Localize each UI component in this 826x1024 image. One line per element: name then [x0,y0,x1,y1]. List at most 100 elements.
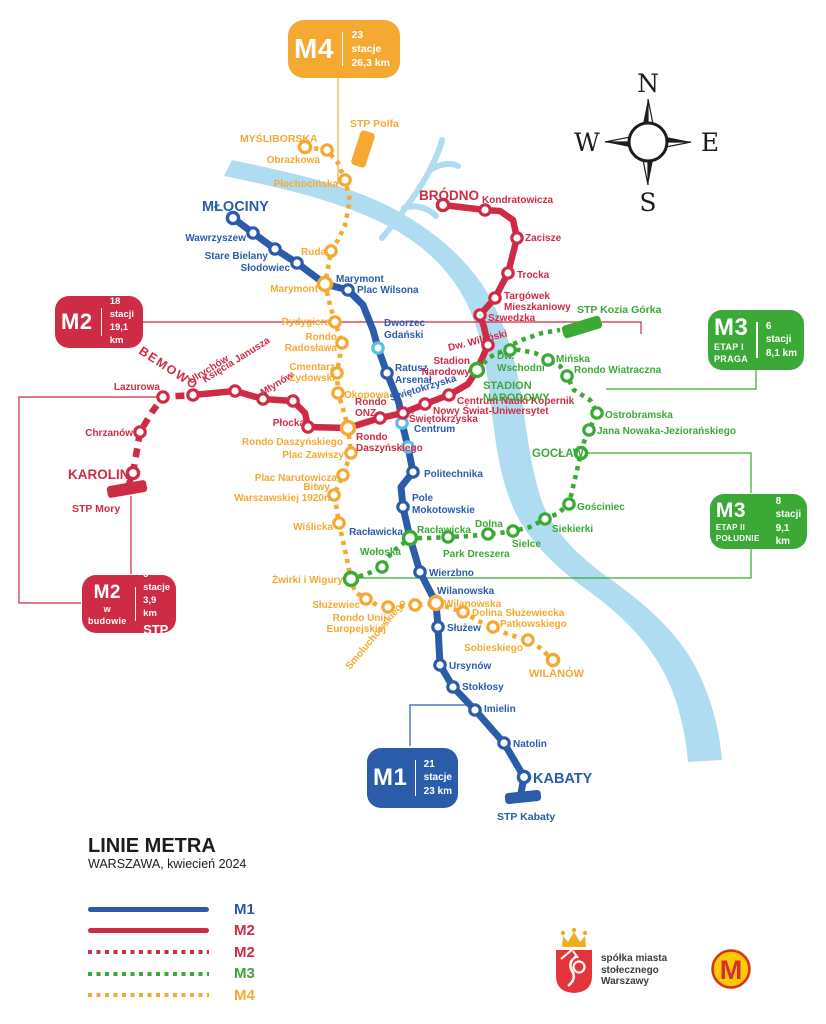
badge-m4-stat1: 23 stacje [351,28,382,55]
badge-m2-line: M2 [61,309,93,334]
station-label: Płocka [273,418,306,429]
station-label: Ostrobramska [605,410,673,421]
station-dot [408,598,422,612]
station-label: STP Kabaty [497,811,555,823]
station-label: Szwedzka [488,313,536,324]
badge-m2b-stat1: 3 stacje [143,569,170,593]
station-label: Wawrzyszew [185,233,246,244]
station-label: Jana Nowaka-Jeziorańskiego [597,426,736,437]
station-dot [418,397,432,411]
badge-m2: M2 18 stacji 19,1 km [55,296,143,348]
river-canal [401,203,439,219]
station-label: Sielce [512,539,541,550]
station-dot [339,419,357,437]
legend-sample-line [88,928,209,933]
station-label: Stare Bielany [205,251,269,262]
depot-kozia-gorka [561,315,603,339]
station-dot [246,226,260,240]
legend-label: M4 [234,986,255,1004]
station-label: Plac Narutowicza [255,473,338,484]
badge-m2b-sub1: w [103,603,111,614]
station-dot [501,266,515,280]
crest-mermaid-arm [572,950,579,959]
badge-m3-stage1: M3 ETAP I PRAGA 6 stacji 8,1 km [708,310,804,370]
station-label: Płochocińska [274,179,339,190]
station-dot [503,343,517,357]
river-vistula [224,160,722,762]
station-label: Służew [447,623,481,634]
station-label: Patkowskiego [500,619,567,630]
station-dot [380,366,394,380]
badge-m2-stat1: 18 stacji [109,296,135,321]
badge-m2b-stat2: 3,9 km [143,594,157,619]
station-dot [228,384,242,398]
crest-crown-ball [582,930,588,936]
badge-m3a-sub2: PRAGA [714,354,749,364]
station-label: Centrum [414,424,455,435]
legend-subtitle: WARSZAWA, kwiecień 2024 [88,857,247,871]
crest-shield [556,950,592,993]
station-dot [297,139,313,155]
station-dot [441,530,455,544]
station-dot [375,560,389,574]
crest-caption-line2: stołecznego [601,964,659,976]
badge-m2-construction: M2 w budowie 3 stacje 3,9 km STP [82,569,176,637]
badge-callout-line [409,704,473,746]
station-label: Dw.Wschodni [497,351,545,374]
river-canal [427,160,461,173]
station-dot [301,420,315,434]
crest-caption-line1: spółka miasta [601,953,668,964]
station-dot [541,353,555,367]
station-label: Okopowa [344,390,389,401]
badge-m3b-stat2: 9,1 km [775,522,791,548]
station-label: Wilanowska [444,599,502,610]
station-label: Słodowiec [241,263,291,274]
badge-m3-stage2: M3 ETAP II POŁUDNIE 8 stacji 9,1 km [710,494,807,549]
badge-m2b-stat3: STP [143,622,169,638]
station-dot [335,336,349,350]
badge-callout-line [606,370,757,390]
legend-sample-line [88,993,209,997]
station-dot [371,341,385,355]
station-dot [330,366,344,380]
legend-sample-line [88,971,209,976]
station-label: Ursynów [449,661,491,672]
station-dot [435,197,451,213]
depot-mory [106,480,148,498]
station-label: KABATY [533,771,593,787]
station-label: Kondratowicza [482,195,554,206]
station-dot [328,315,342,329]
station-dot [456,605,470,619]
compass-letter-e: E [701,128,719,157]
station-label: MYŚLIBORSKA [240,132,318,145]
legend-row-m2: M2 [88,921,255,941]
station-label: Stokłosy [462,682,504,693]
station-dot [488,291,502,305]
badge-m3b-sub2: POŁUDNIE [715,534,760,543]
station-dot [331,386,345,400]
station-dot [573,445,589,461]
station-dot [446,680,460,694]
station-label: Wilanowska [437,586,495,597]
metro-logo-letter: M [720,955,743,985]
badge-m3b-sub1: ETAP II [715,523,746,532]
station-label: Marymont [270,284,318,295]
station-label: STP Mory [72,503,120,515]
badge-m3a-sub1: ETAP I [714,342,744,352]
station-dot [433,658,447,672]
badge-callout-line [18,396,160,604]
station-dot [431,620,445,634]
station-dot [468,361,486,379]
station-dot [413,565,427,579]
station-label: Plac Zawiszy [282,450,344,461]
station-label: Park Dreszera [443,549,510,560]
station-dot [538,512,552,526]
station-dot [396,406,410,420]
legend-label: M3 [234,965,255,982]
legend-label: M2 [234,922,255,939]
station-label: Obrazkowa [267,155,321,166]
